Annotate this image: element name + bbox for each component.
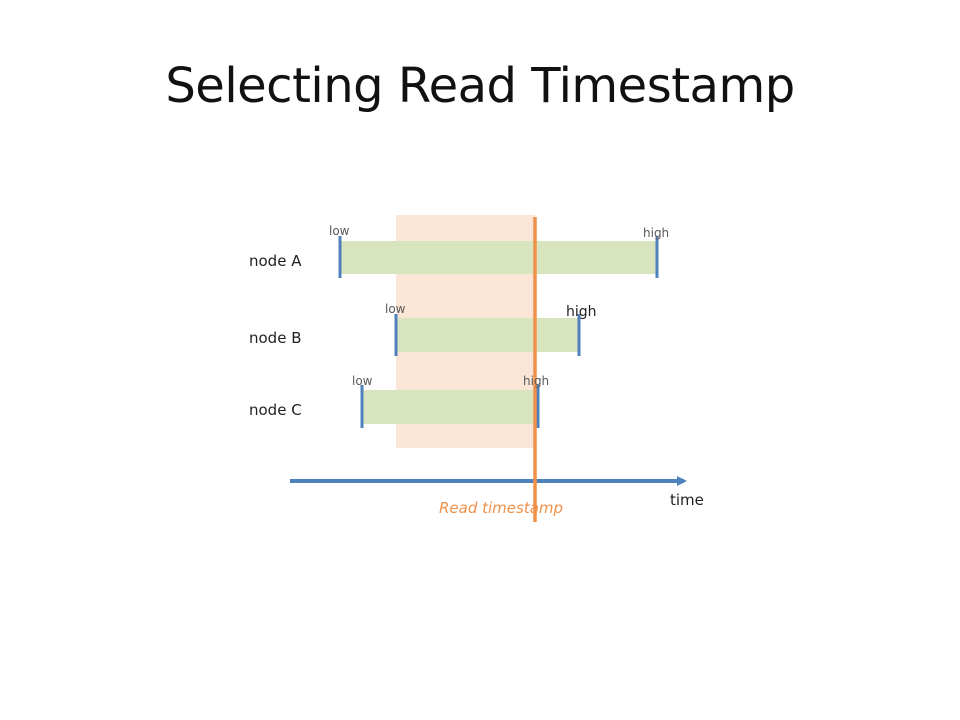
node-a-high-label: high: [643, 226, 669, 240]
time-axis-label: time: [670, 491, 704, 509]
node-b-label: node B: [249, 329, 302, 347]
node-c-label: node C: [249, 401, 302, 419]
read-timestamp-label: Read timestamp: [439, 499, 563, 517]
node-c-interval: [362, 390, 538, 424]
node-b-interval: [396, 318, 579, 352]
node-b-low-label: low: [385, 302, 406, 316]
node-c-low-label: low: [352, 374, 373, 388]
page-title: Selecting Read Timestamp: [165, 58, 795, 114]
node-a-low-label: low: [329, 224, 350, 238]
node-b-high-label: high: [566, 304, 597, 320]
node-a-label: node A: [249, 252, 302, 270]
node-c-high-label: high: [523, 374, 549, 388]
node-a-interval: [340, 241, 657, 274]
